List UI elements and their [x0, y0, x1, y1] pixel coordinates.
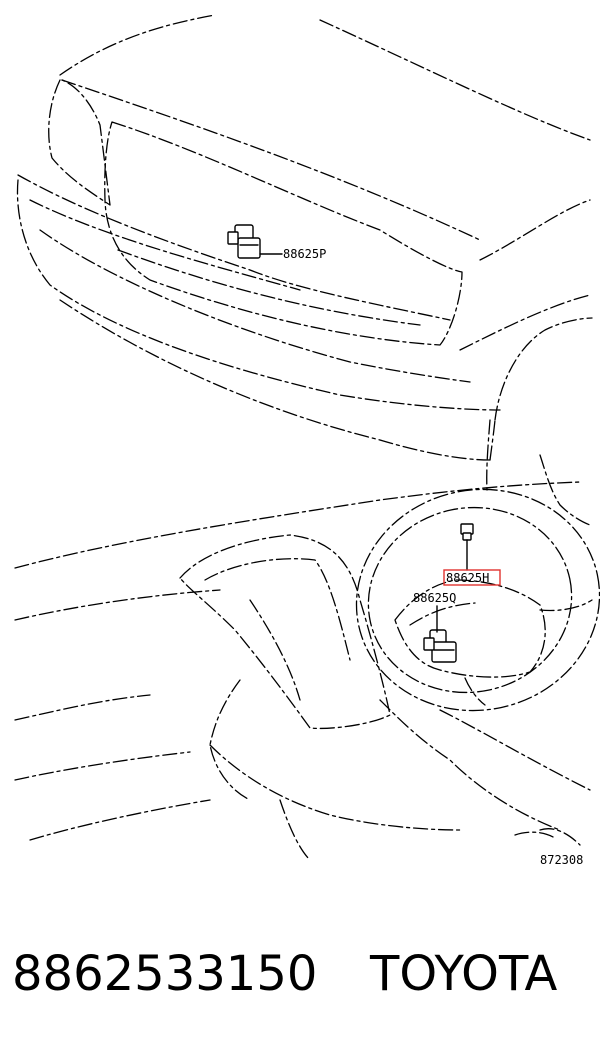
steering-wheel-rim-inner: [367, 506, 573, 694]
left-headlamp: [48, 79, 111, 206]
dashboard-line-5: [29, 799, 211, 841]
console-edge: [539, 828, 581, 846]
steering-wheel-spoke-bottom: [464, 677, 486, 706]
callout-88625h[interactable]: 88625H: [446, 571, 489, 585]
diagram-number: 872308: [540, 853, 583, 867]
grille-inner-line: [117, 249, 421, 326]
bumper-lower: [39, 229, 471, 383]
bumper-mid: [29, 199, 301, 291]
steering-wheel-center-line: [409, 602, 476, 626]
bumper-under: [59, 299, 491, 461]
callout-88625q: 88625Q: [413, 591, 456, 605]
hood-left-edge: [59, 14, 216, 76]
floor-line: [279, 799, 311, 861]
fender-edge: [489, 419, 496, 461]
cluster-face-lower: [249, 599, 301, 701]
lower-panel: [209, 744, 461, 831]
steering-wheel-spoke-right: [539, 599, 593, 612]
console-top: [439, 709, 591, 791]
console-slot: [514, 831, 556, 839]
wheel-arch: [494, 317, 593, 421]
hood-front-edge: [61, 79, 481, 241]
sensor-88625q[interactable]: [423, 629, 457, 663]
callout-88625p: 88625P: [283, 247, 326, 261]
front-exterior-view: [16, 14, 593, 461]
sensor-88625h[interactable]: [460, 523, 474, 541]
sensor-88625p[interactable]: [227, 224, 261, 259]
steering-wheel-hub: [394, 579, 546, 678]
a-pillar: [486, 419, 491, 491]
right-fender-lower: [459, 294, 591, 351]
dashboard-line-2: [14, 589, 221, 621]
brand-name: TOYOTA: [369, 946, 558, 1002]
right-panel: [539, 454, 591, 526]
grille-outline: [104, 121, 463, 346]
bumper-front: [16, 179, 501, 411]
dashboard-line-3: [14, 694, 151, 721]
highlight-box-88625h: [443, 569, 501, 586]
cluster-hood: [179, 534, 391, 730]
part-number: 8862533150: [12, 946, 317, 1002]
console-line: [379, 699, 561, 831]
interior-view: [14, 419, 600, 861]
hood-right-edge: [319, 19, 591, 141]
steering-column: [209, 679, 251, 801]
dashboard-top: [14, 481, 581, 569]
bumper-top: [17, 174, 451, 321]
dashboard-line-4: [14, 751, 191, 781]
cluster-face: [204, 558, 351, 661]
right-fender: [479, 199, 591, 261]
steering-wheel-rim-outer: [355, 488, 600, 712]
